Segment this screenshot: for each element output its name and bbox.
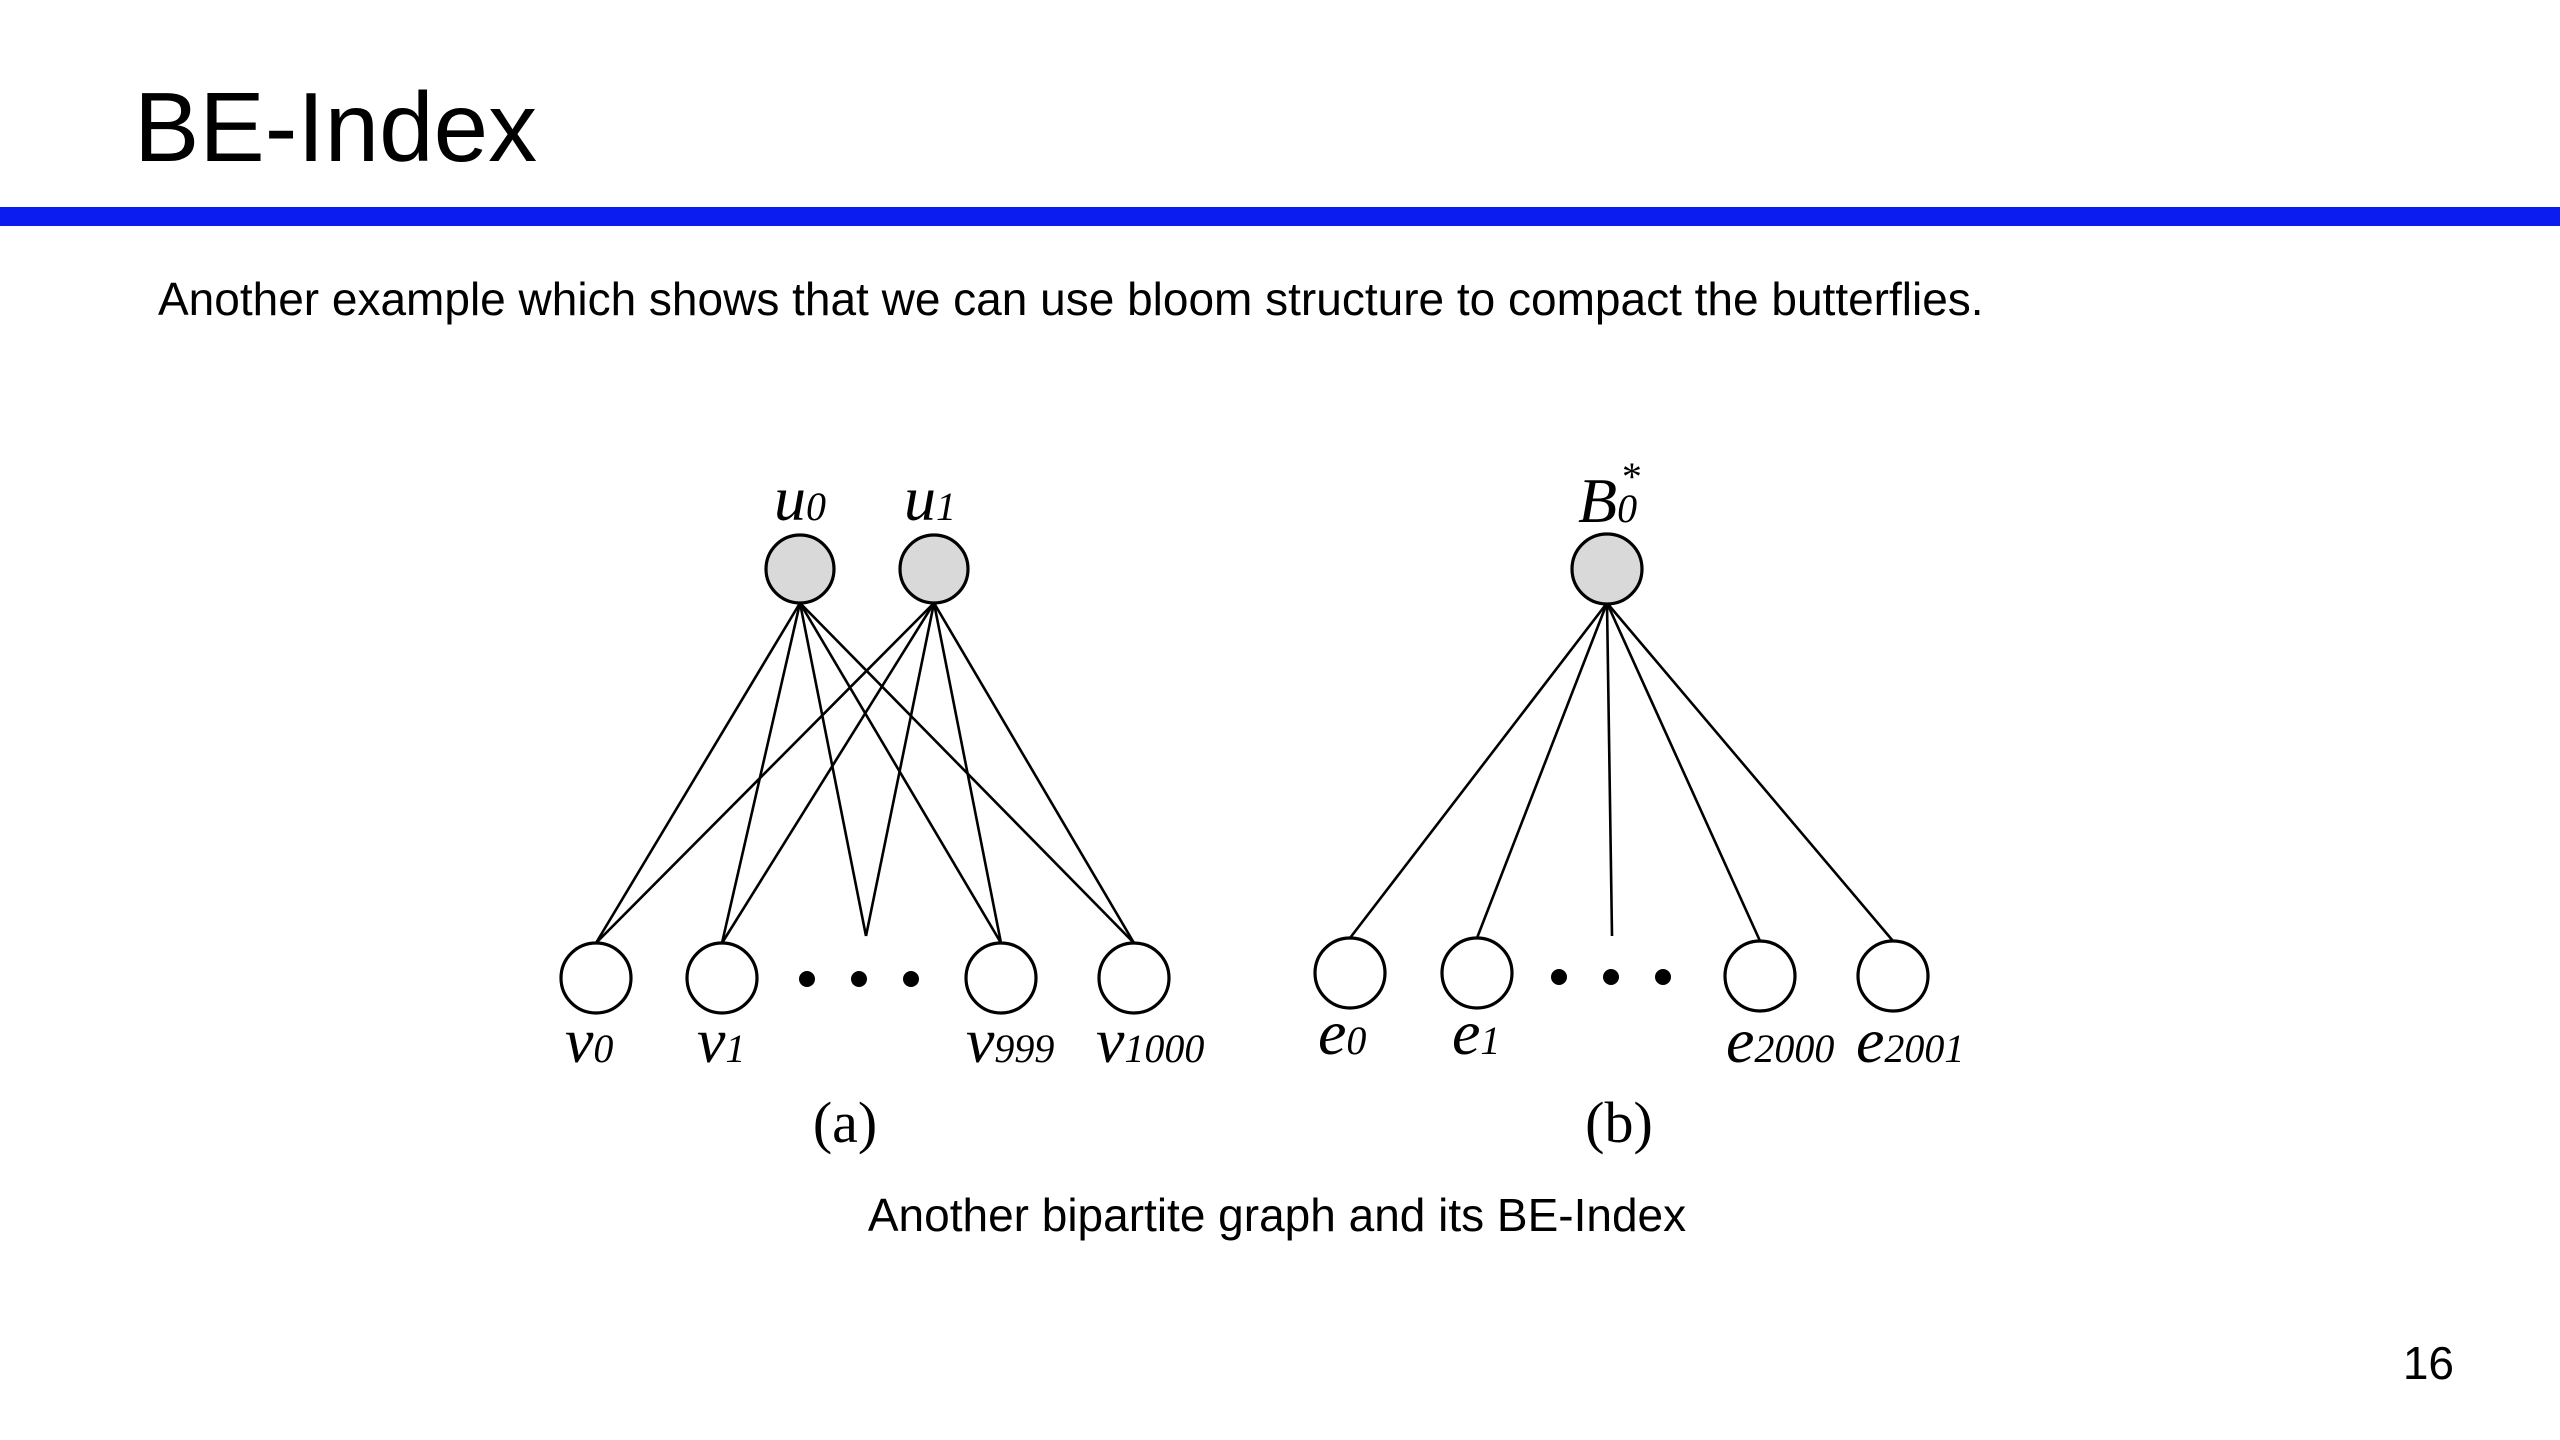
ellipsis-dot <box>1655 969 1671 985</box>
ellipsis-dot <box>799 971 815 987</box>
label-v999: v999 <box>966 1005 1054 1076</box>
edge-b0-e0 <box>1348 602 1609 939</box>
figure-caption-text: Another bipartite graph and its BE-Index <box>867 1189 1687 1241</box>
edge-u1-v1 <box>720 602 936 944</box>
graph-b-ellipsis <box>1551 969 1671 985</box>
label-b0: B0 <box>1578 465 1637 536</box>
graph-a-ellipsis <box>799 971 919 987</box>
ellipsis-dot <box>1551 969 1567 985</box>
label-e2000: e2000 <box>1726 1005 1834 1076</box>
node-b0 <box>1570 532 1644 606</box>
node-u1 <box>898 533 970 605</box>
edge-b0-mid <box>1605 602 1614 937</box>
edge-u1-mid <box>864 602 936 937</box>
node-v1 <box>685 941 759 1015</box>
label-b0-star: * <box>1620 454 1640 499</box>
ellipsis-dot <box>851 971 867 987</box>
label-e1: e1 <box>1452 997 1500 1068</box>
label-e0: e0 <box>1318 997 1366 1068</box>
intro-text: Another example which shows that we can … <box>158 273 1984 325</box>
edge-u1-v999 <box>932 602 1003 944</box>
graph-a-edges <box>594 602 1136 944</box>
edge-u0-v1 <box>720 602 802 944</box>
label-v1000: v1000 <box>1096 1005 1204 1076</box>
sublabel-b: (b) <box>1585 1090 1653 1155</box>
node-e0 <box>1313 936 1387 1010</box>
edge-b0-e1 <box>1475 602 1609 939</box>
title-divider <box>0 207 2560 226</box>
edge-b0-e2000 <box>1605 602 1762 942</box>
edge-u1-v0 <box>595 602 935 944</box>
ellipsis-dot <box>1603 969 1619 985</box>
edge-b0-e2001 <box>1606 602 1894 942</box>
edge-u0-v0 <box>594 602 802 944</box>
node-v999 <box>964 941 1038 1015</box>
figure-caption: Another bipartite graph and its BE-Index <box>0 1188 2560 1242</box>
node-e1 <box>1440 936 1514 1010</box>
edge-u0-mid <box>798 602 868 937</box>
label-u0: u0 <box>774 463 826 534</box>
node-v0 <box>559 941 633 1015</box>
node-e2000 <box>1723 939 1797 1013</box>
graph-b-edges <box>1348 602 1894 942</box>
label-e2001: e2001 <box>1856 1005 1964 1076</box>
node-v1000 <box>1097 941 1171 1015</box>
edge-u1-v1000 <box>932 602 1136 944</box>
label-v0: v0 <box>565 1005 613 1076</box>
sublabel-a: (a) <box>813 1090 877 1155</box>
page-number: 16 <box>2402 1337 2454 1389</box>
node-u0 <box>764 533 836 605</box>
node-e2001 <box>1856 939 1930 1013</box>
slide-title: BE-Index <box>134 72 538 182</box>
ellipsis-dot <box>903 971 919 987</box>
label-u1: u1 <box>904 463 956 534</box>
label-v1: v1 <box>697 1005 745 1076</box>
